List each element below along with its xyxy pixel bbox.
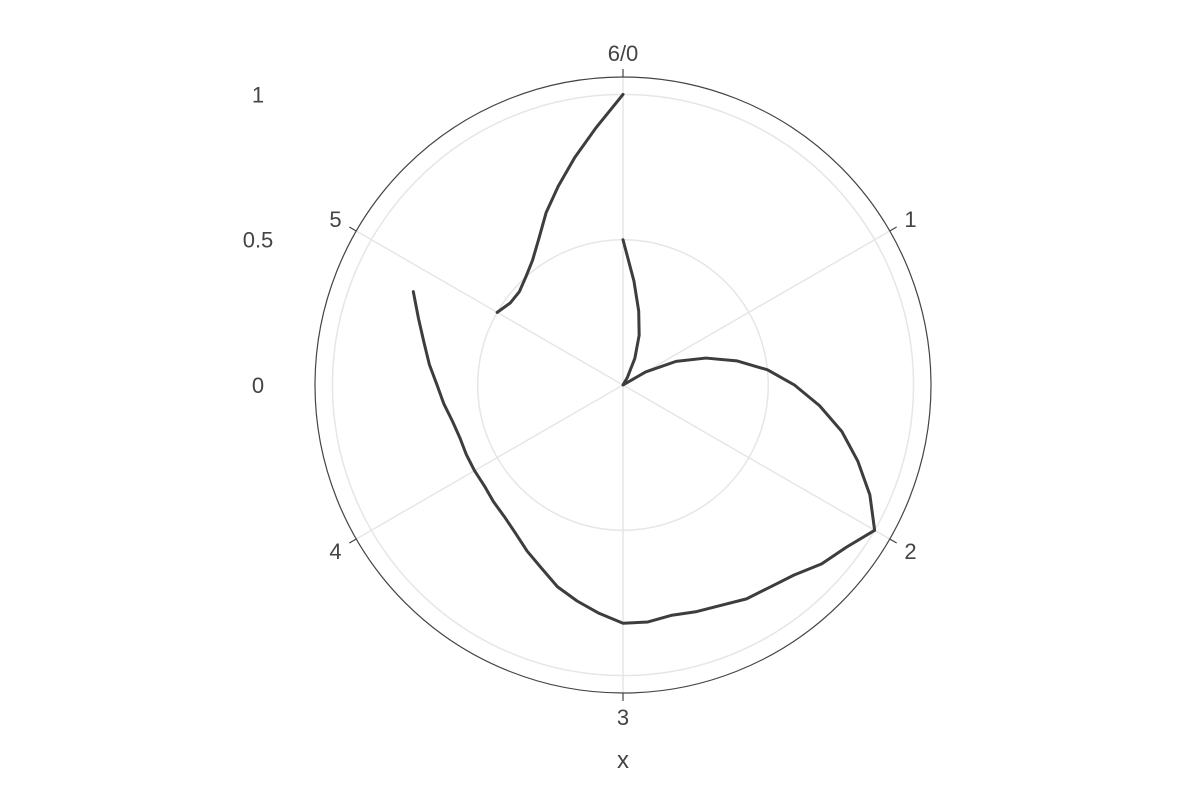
angular-tick-label-1: 1 bbox=[904, 207, 916, 232]
radial-tick-label-0: 0 bbox=[252, 373, 264, 398]
label-layer: 6/0 1 2 3 4 5 0 0.5 1 bbox=[243, 41, 917, 730]
x-axis-title: x bbox=[617, 747, 629, 774]
angular-tick-mark-1 bbox=[889, 226, 897, 232]
angular-grid-spoke-1 bbox=[622, 230, 891, 386]
angular-grid-spoke-4 bbox=[355, 384, 624, 540]
angular-tick-label-3: 3 bbox=[617, 705, 629, 730]
radial-tick-label-2: 1 bbox=[252, 82, 264, 107]
angular-tick-mark-2 bbox=[889, 538, 897, 544]
angular-tick-label-2: 2 bbox=[904, 539, 916, 564]
angular-tick-mark-4 bbox=[349, 538, 357, 544]
axis-layer bbox=[314, 69, 932, 701]
radial-tick-label-1: 0.5 bbox=[243, 228, 274, 253]
angular-tick-label-0: 6/0 bbox=[608, 41, 639, 66]
angular-grid-spoke-5 bbox=[355, 230, 624, 386]
angular-tick-label-4: 4 bbox=[329, 539, 341, 564]
angular-tick-label-5: 5 bbox=[329, 207, 341, 232]
series-line-0 bbox=[411, 92, 877, 625]
series-layer bbox=[411, 92, 877, 625]
angular-grid-spoke-2 bbox=[622, 384, 891, 540]
angular-tick-mark-5 bbox=[349, 226, 357, 232]
